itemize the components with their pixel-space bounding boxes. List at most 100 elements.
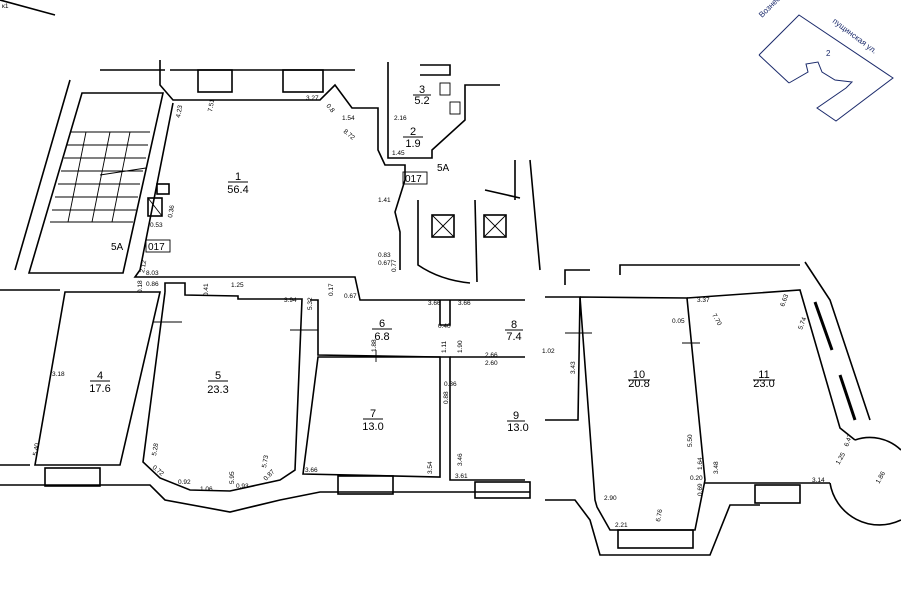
dimension-label: 3.66: [305, 467, 318, 474]
svg-text:17.6: 17.6: [89, 383, 110, 395]
sheet-mark: к1: [2, 3, 9, 10]
svg-text:7.4: 7.4: [506, 331, 521, 343]
code-tag-right: 017: [405, 174, 422, 185]
dimension-label: 1.64: [697, 457, 704, 470]
svg-text:6: 6: [379, 318, 385, 330]
code-tag-left: 017: [148, 242, 165, 253]
dimension-label: 1.90: [457, 340, 464, 353]
dimension-label: 6.47: [843, 433, 854, 448]
dimension-label: 0.93: [236, 483, 249, 490]
dimension-label: 0.83: [378, 252, 391, 259]
svg-text:9: 9: [513, 410, 519, 422]
dimension-label: 2.16: [394, 115, 407, 122]
dimension-label: 3.27: [306, 95, 319, 102]
room-7: 713.0: [362, 408, 383, 433]
dimension-label: 0.88: [443, 391, 450, 404]
svg-text:3: 3: [419, 84, 425, 96]
dimension-label: 0.67: [344, 293, 357, 300]
dimension-label: 0.20: [690, 475, 703, 482]
dimension-label: 1.06: [200, 486, 213, 493]
dimension-label: 0.77: [391, 259, 398, 272]
svg-text:23.3: 23.3: [207, 384, 228, 396]
room-4: 417.6: [89, 370, 110, 395]
dimension-label: 3.46: [457, 453, 464, 466]
svg-text:1: 1: [235, 171, 241, 183]
room-labels: 156.4 21.9 35.2 417.6 523.3 66.8 713.0 8…: [89, 84, 775, 434]
dimension-label: 5.32: [307, 297, 314, 310]
svg-text:7: 7: [370, 408, 376, 420]
dimension-label: 2.66: [485, 352, 498, 359]
svg-text:1.9: 1.9: [405, 138, 420, 150]
dimension-label: 5.95: [229, 471, 236, 484]
dimension-labels: 4.23 7.51 3.27 0.8 1.54 8.72 0.53 0.36 2…: [32, 95, 887, 529]
dimension-label: 0.17: [328, 283, 335, 296]
dimension-label: 1.88: [371, 339, 378, 352]
room-6: 66.8: [372, 318, 392, 343]
svg-text:23.0: 23.0: [753, 378, 774, 390]
dimension-label: 6.76: [655, 508, 664, 522]
dimension-label: 0.8: [324, 103, 335, 115]
section-tags: 5A 017 5A 017: [111, 163, 450, 253]
dimension-label: 1.86: [875, 470, 888, 485]
walls: [0, 0, 901, 556]
svg-text:8: 8: [511, 319, 517, 331]
dimension-label: 5.40: [32, 442, 41, 456]
dimension-label: 2.60: [485, 360, 498, 367]
dimension-label: 2.12: [139, 259, 148, 273]
dimension-label: 1.54: [342, 115, 355, 122]
dimension-label: 0.40: [438, 323, 451, 330]
dimension-label: 1.11: [441, 340, 448, 353]
dimension-label: 0.36: [444, 381, 457, 388]
svg-text:13.0: 13.0: [507, 422, 528, 434]
room-2: 21.9: [403, 126, 423, 150]
dimension-label: 1.25: [835, 451, 848, 466]
section-tag-right: 5A: [437, 163, 450, 174]
key-plan: 2 Вознес пущинская ул.: [757, 0, 894, 122]
key-plan-street-right: пущинская ул.: [831, 16, 879, 55]
svg-text:11: 11: [758, 369, 769, 381]
dimension-label: 3.18: [52, 371, 65, 378]
room-5: 523.3: [207, 370, 228, 396]
dimension-label: 0.05: [672, 318, 685, 325]
room-9: 913.0: [507, 410, 529, 434]
dimension-label: 6.63: [779, 293, 790, 308]
dimension-label: 0.92: [178, 479, 191, 486]
dimension-label: 3.14: [812, 477, 825, 484]
dimension-label: 0.69: [697, 483, 704, 496]
dimension-label: 5.73: [261, 454, 270, 468]
svg-text:20.8: 20.8: [628, 378, 649, 390]
room-1: 156.4: [227, 171, 248, 196]
dimension-label: 1.41: [378, 197, 391, 204]
dimension-label: 0.18: [137, 280, 144, 293]
svg-text:6.8: 6.8: [374, 331, 389, 343]
svg-text:4: 4: [97, 370, 103, 382]
dimension-label: 0.36: [167, 204, 176, 218]
dimension-label: 3.61: [455, 473, 468, 480]
dimension-label: 1.02: [542, 348, 555, 355]
key-plan-street-top: Вознес: [757, 0, 782, 19]
room-8: 87.4: [505, 319, 523, 343]
dimension-label: 0.87: [262, 468, 276, 482]
dimension-label: 0.53: [150, 222, 163, 229]
dimension-label: 3.54: [427, 461, 434, 474]
dimension-label: 3.37: [697, 297, 710, 304]
dimension-label: 3.48: [713, 461, 720, 474]
dimension-label: 3.66: [428, 300, 441, 307]
dimension-label: 4.23: [175, 104, 184, 118]
dimension-label: 1.45: [392, 150, 405, 157]
dimension-label: 3.43: [570, 361, 577, 374]
dimension-label: 3.66: [458, 300, 471, 307]
svg-text:13.0: 13.0: [362, 421, 383, 433]
dimension-label: 1.25: [231, 282, 244, 289]
dimension-label: 5.74: [797, 316, 808, 331]
dimension-label: 7.70: [710, 313, 723, 328]
dimension-label: 0.86: [146, 281, 159, 288]
svg-text:10: 10: [633, 369, 645, 381]
svg-text:5.2: 5.2: [414, 95, 429, 107]
dimension-label: 8.72: [342, 128, 356, 142]
dimension-label: 5.50: [687, 434, 694, 447]
dimension-label: 5.28: [151, 442, 160, 456]
